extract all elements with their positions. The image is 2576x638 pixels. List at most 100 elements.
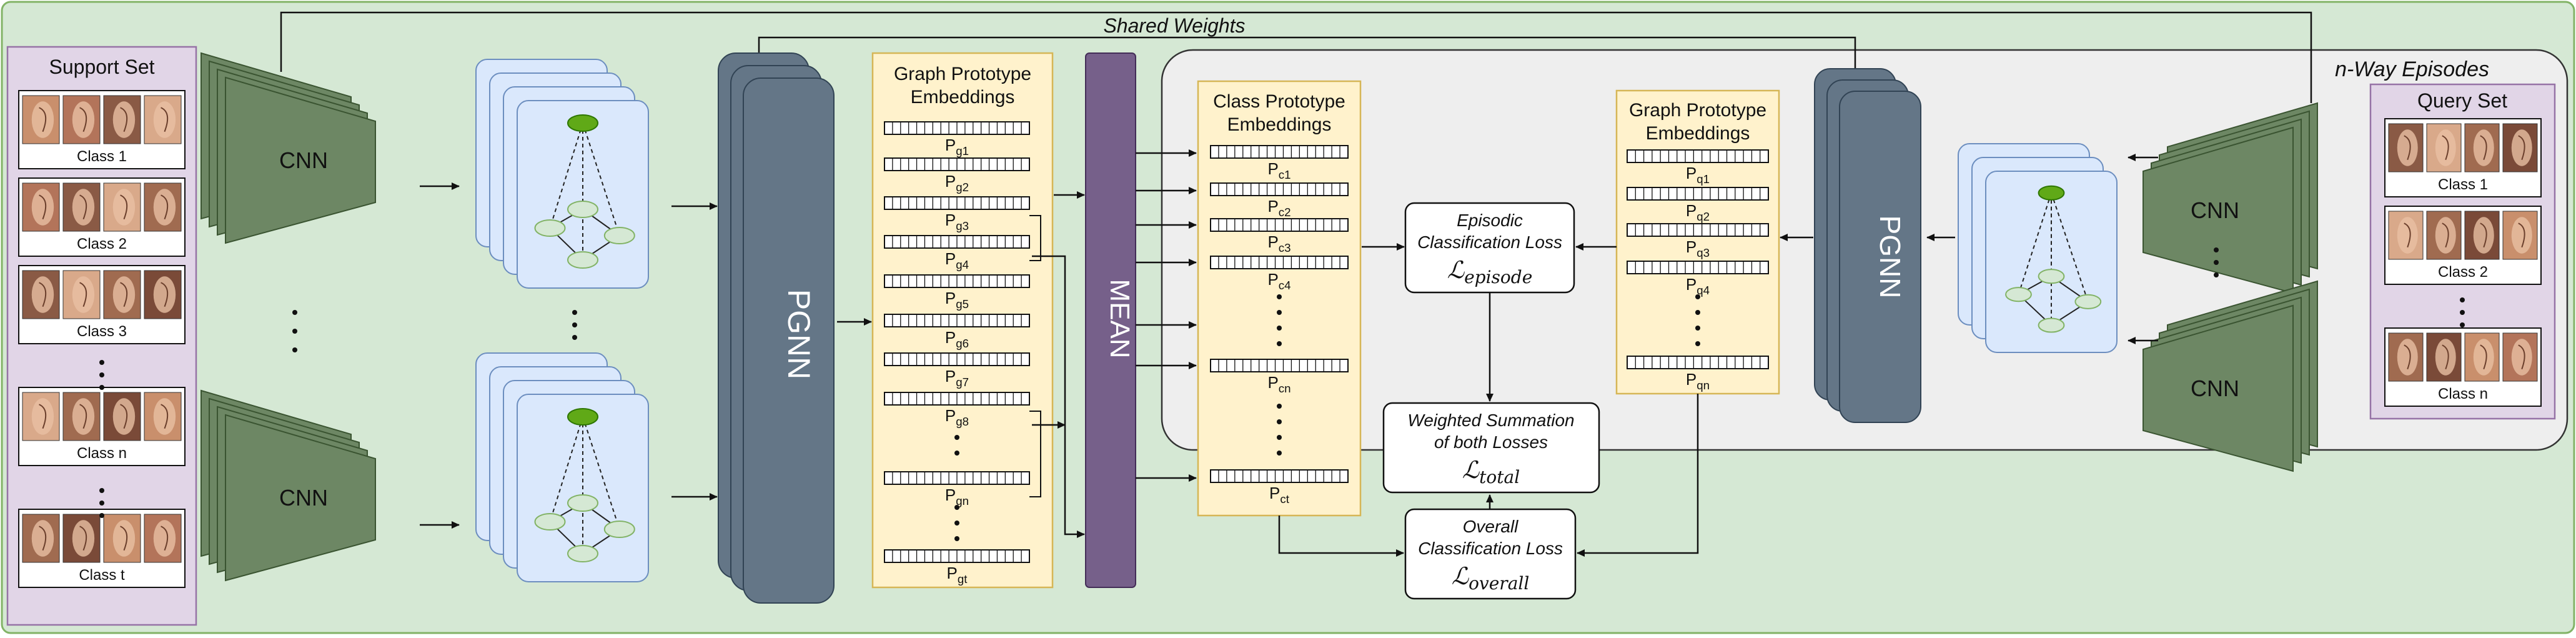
support-class-label: Class t — [79, 567, 125, 584]
graph-node — [534, 219, 566, 237]
overall-loss-line-1: Overall — [1463, 517, 1518, 536]
support-class-card: Class 3 — [18, 265, 186, 344]
prototype-label: Pc2 — [1267, 197, 1290, 219]
query-class-label: Class 1 — [2438, 176, 2488, 193]
prototype-label: Pq1 — [1686, 164, 1710, 186]
overall-loss-box: Overall Classification Loss ℒoverall — [1404, 508, 1577, 600]
prototype-label: Pg3 — [945, 211, 969, 232]
embedding-vector — [1627, 187, 1769, 201]
graph-card-stack — [475, 59, 649, 289]
overall-loss-symbol: ℒoverall — [1452, 562, 1530, 594]
episodic-loss-line-1: Episodic — [1457, 211, 1523, 230]
episodic-loss-symbol: ℒepisode — [1447, 256, 1533, 287]
graph-node — [2038, 269, 2065, 284]
prototype-label: Pg5 — [945, 289, 969, 311]
query-prototype-title-1: Graph Prototype — [1629, 100, 1766, 121]
embedding-vector — [884, 121, 1030, 135]
embedding-vector — [884, 471, 1030, 485]
embedding-vector — [1210, 256, 1349, 269]
query-class-card: Class n — [2384, 327, 2542, 407]
graph-node — [567, 494, 598, 512]
episodic-loss-box: Episodic Classification Loss ℒepisode — [1404, 202, 1575, 294]
overall-loss-line-2: Classification Loss — [1418, 539, 1563, 558]
query-class-list: Class 1 Class 2 Class n — [2384, 118, 2542, 407]
embedding-vector — [884, 235, 1030, 249]
graph-node — [603, 227, 635, 244]
shared-weights-connector — [280, 11, 2312, 103]
query-set-title: Query Set — [2417, 89, 2507, 112]
cnn-block: CNN — [201, 389, 376, 582]
embedding-vector — [884, 314, 1030, 327]
cnn-block: CNN — [201, 52, 376, 244]
prototype-label: Pc3 — [1267, 232, 1290, 254]
graph-stacks — [475, 59, 2118, 582]
shared-weights-label: Shared Weights — [1103, 14, 1245, 37]
query-prototype-title-2: Embeddings — [1646, 123, 1750, 144]
prototype-label: Pg2 — [945, 172, 969, 194]
support-class-card: Class 1 — [18, 90, 186, 169]
embedding-vector — [1210, 145, 1349, 159]
embedding-vector — [884, 392, 1030, 406]
prototype-label: Pct — [1269, 484, 1290, 506]
cnn-label: CNN — [279, 485, 328, 511]
prototype-label: Pg7 — [945, 367, 969, 389]
prototype-label: Pgt — [947, 564, 968, 586]
support-class-list: Class 1 Class 2 Class 3 Class n Class t — [18, 90, 186, 588]
query-class-card: Class 2 — [2384, 206, 2542, 285]
support-class-card: Class 2 — [18, 177, 186, 257]
cnn-label: CNN — [279, 147, 328, 173]
query-class-card: Class 1 — [2384, 118, 2542, 197]
embedding-vectors: Pg1Pg2Pg3Pg4Pg5Pg6Pg7Pg8PgnPgtPc1Pc2Pc3P… — [884, 121, 1769, 586]
root-node — [567, 114, 598, 132]
prototype-label: Pq3 — [1686, 237, 1710, 259]
prototype-label: Pq4 — [1686, 275, 1710, 297]
mean-block: MEAN — [1085, 52, 1136, 588]
embedding-vector — [884, 196, 1030, 210]
query-class-label: Class 2 — [2438, 264, 2488, 281]
support-class-card: Class n — [18, 387, 186, 466]
embedding-vector — [884, 549, 1030, 563]
prototype-label: Pc1 — [1267, 159, 1290, 181]
graph-node — [2038, 317, 2065, 333]
support-class-label: Class 2 — [77, 236, 127, 252]
embedding-vector — [1627, 356, 1769, 369]
class-prototype-title-1: Class Prototype — [1213, 91, 1345, 112]
prototype-label: Pc4 — [1267, 270, 1290, 292]
prototype-label: Pg4 — [945, 249, 969, 271]
embedding-vector — [1210, 359, 1349, 372]
class-prototype-title-2: Embeddings — [1227, 114, 1332, 135]
graph-node — [567, 251, 598, 269]
pgnn-left: PGNN — [718, 52, 835, 604]
ellipsis-dots — [99, 247, 2465, 518]
support-class-label: Class n — [77, 445, 127, 462]
support-set-title: Support Set — [49, 56, 155, 78]
n-way-episodes-label: n-Way Episodes — [2335, 57, 2489, 81]
embedding-vector — [884, 274, 1030, 288]
prototype-label: Pqn — [1686, 370, 1710, 392]
prototype-label: Pg1 — [945, 136, 969, 157]
pgnn-right-label: PGNN — [1874, 216, 1906, 299]
prototype-label: Pcn — [1267, 373, 1290, 395]
root-node — [567, 408, 598, 426]
graph-node — [567, 201, 598, 218]
graph-node — [567, 545, 598, 562]
weighted-sum-box: Weighted Summation of both Losses ℒtotal — [1382, 402, 1600, 494]
pgnn-right: PGNN — [1814, 68, 1921, 423]
cnn-label: CNN — [2191, 376, 2239, 401]
query-prototype-panel: Graph Prototype Embeddings — [1615, 89, 1780, 395]
cnn-block: CNN — [2143, 280, 2318, 472]
graph-prototype-title-1: Graph Prototype — [894, 64, 1031, 84]
flow-arrows — [420, 149, 2158, 557]
mean-label: MEAN — [1104, 279, 1135, 358]
cnn-block: CNN — [2143, 102, 2318, 294]
support-class-label: Class 1 — [77, 148, 127, 165]
cnn-label: CNN — [2191, 197, 2239, 223]
episodic-loss-line-2: Classification Loss — [1417, 232, 1562, 252]
embedding-vector — [1210, 182, 1349, 196]
graph-node — [2005, 287, 2032, 302]
support-class-label: Class 3 — [77, 323, 127, 340]
embedding-vector — [884, 352, 1030, 366]
embedding-vector — [884, 157, 1030, 171]
weighted-sum-line-1: Weighted Summation — [1407, 411, 1574, 430]
